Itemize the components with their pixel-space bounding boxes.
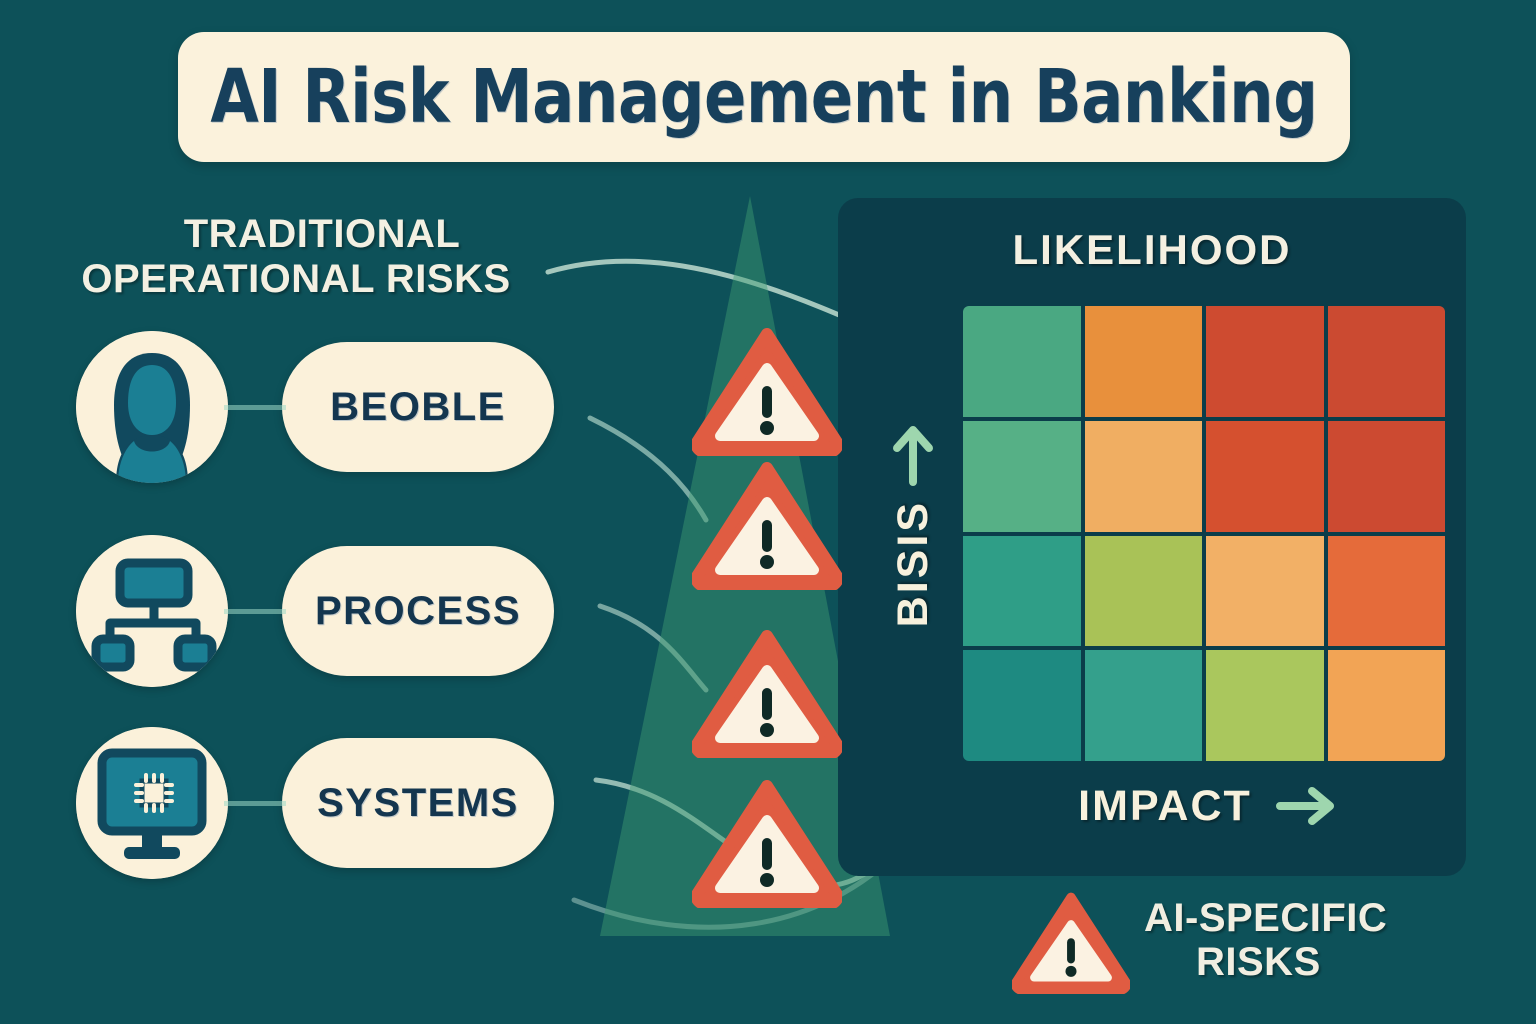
connector-line-people [224, 404, 286, 410]
matrix-cell-r0-c1[interactable] [1084, 306, 1202, 417]
risk-row-process[interactable]: PROCESS [76, 535, 596, 687]
legend-label-line-1: AI-SPECIFIC [1144, 896, 1388, 940]
connector-line-systems [224, 800, 286, 806]
left-heading-line-2: OPERATIONAL RISKS [81, 256, 511, 301]
legend-label-line-2: RISKS [1196, 940, 1321, 984]
title-card: AI Risk Management in Banking [178, 32, 1350, 162]
matrix-x-axis: IMPACT [998, 776, 1418, 836]
risk-pill-label-process: PROCESS [314, 588, 522, 633]
connector-line-process [224, 608, 286, 614]
matrix-cell-r2-c3[interactable] [1327, 535, 1445, 647]
matrix-cell-r1-c1[interactable] [1084, 420, 1202, 532]
legend-label: AI-SPECIFIC RISKS [1144, 890, 1387, 984]
warning-triangle-icon [1012, 892, 1130, 994]
risk-pill-systems[interactable]: SYSTEMS [282, 738, 554, 868]
left-heading-line-1: TRADITIONAL [183, 212, 461, 256]
monitor-chip-icon [76, 727, 228, 879]
matrix-cell-r0-c0[interactable] [963, 306, 1081, 417]
matrix-cell-r2-c1[interactable] [1084, 535, 1202, 647]
risk-matrix-grid[interactable] [963, 306, 1445, 761]
person-avatar-icon [76, 331, 228, 483]
matrix-cell-r1-c2[interactable] [1206, 420, 1324, 532]
arrow-right-icon [1275, 787, 1334, 825]
matrix-cell-r3-c0[interactable] [963, 650, 1081, 761]
risk-pill-process[interactable]: PROCESS [282, 546, 554, 676]
risk-pill-label-people: BEOBLE [330, 384, 506, 429]
warning-triangle-icon [692, 780, 842, 908]
matrix-y-axis: BISIS [868, 424, 958, 844]
matrix-cell-r2-c2[interactable] [1206, 535, 1324, 647]
warning-triangle-icon [692, 328, 842, 456]
matrix-cell-r1-c0[interactable] [963, 420, 1081, 532]
matrix-x-axis-label: IMPACT [1078, 781, 1252, 830]
org-chart-icon [76, 535, 228, 687]
matrix-cell-r0-c2[interactable] [1206, 306, 1324, 417]
warning-triangle-icon [692, 462, 842, 590]
warning-triangle-icon [692, 630, 842, 758]
risk-row-systems[interactable]: SYSTEMS [76, 727, 596, 879]
matrix-cell-r3-c3[interactable] [1327, 650, 1445, 761]
risk-pill-people[interactable]: BEOBLE [282, 342, 554, 472]
matrix-cell-r1-c3[interactable] [1327, 420, 1445, 532]
arrow-up-icon [893, 426, 933, 486]
matrix-cell-r3-c1[interactable] [1084, 650, 1202, 761]
page-title: AI Risk Management in Banking [210, 54, 1318, 140]
risk-matrix-panel: LIKELIHOOD BISIS IMPACT [838, 198, 1466, 876]
risk-pill-label-systems: SYSTEMS [317, 780, 519, 825]
matrix-cell-r3-c2[interactable] [1206, 650, 1324, 761]
matrix-title-likelihood: LIKELIHOOD [1012, 226, 1292, 273]
left-column-heading: TRADITIONAL OPERATIONAL RISKS [62, 212, 582, 302]
matrix-cell-r2-c0[interactable] [963, 535, 1081, 647]
legend-ai-specific-risks: AI-SPECIFIC RISKS [1012, 890, 1432, 1000]
matrix-y-axis-label: BISIS [888, 500, 937, 628]
matrix-cell-r0-c3[interactable] [1327, 306, 1445, 417]
risk-row-people[interactable]: BEOBLE [76, 331, 596, 483]
